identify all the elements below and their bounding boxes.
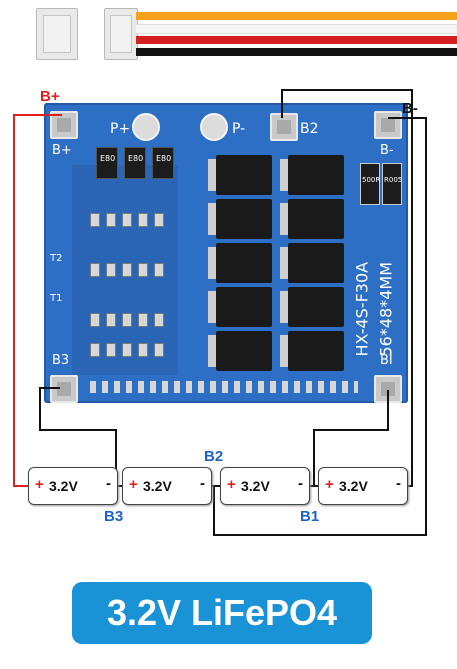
- cell-plus-sign: +: [325, 476, 334, 493]
- cell-minus-sign: -: [106, 475, 111, 492]
- cell-voltage: 3.2V: [49, 478, 78, 494]
- smd-component: [138, 213, 148, 227]
- jst-connector-left: [36, 8, 78, 60]
- label-b1: B1: [300, 508, 320, 525]
- ic-chip-2: E80: [124, 147, 146, 179]
- smd-component: [106, 313, 116, 327]
- label-b2: B2: [204, 448, 224, 465]
- smd-component: [90, 313, 100, 327]
- smd-component: [138, 263, 148, 277]
- mosfet: [208, 287, 272, 327]
- smd-component: [154, 213, 164, 227]
- silk-t1: T1: [50, 293, 63, 304]
- smd-component: [138, 343, 148, 357]
- shunt-resistor-2: R005: [382, 163, 402, 205]
- cell-plus-sign: +: [129, 476, 138, 493]
- silk-p-plus: P+: [110, 121, 131, 137]
- banner-text: 3.2V LiFePO4: [106, 592, 338, 633]
- label-b3: B3: [104, 508, 124, 525]
- smd-component: [138, 313, 148, 327]
- smd-component: [106, 213, 116, 227]
- smd-component: [90, 213, 100, 227]
- smd-component: [122, 263, 132, 277]
- mosfet: [208, 243, 272, 283]
- pad-b2: [270, 113, 298, 141]
- bms-board: P+ P- B2 B+ B- T2 T1 E80 E80 E80 500R R0…: [44, 103, 408, 403]
- smd-component: [106, 263, 116, 277]
- mosfet: [280, 331, 344, 371]
- smd-component: [90, 263, 100, 277]
- cell-minus-sign: -: [396, 475, 401, 492]
- mosfet: [280, 199, 344, 239]
- mosfet: [280, 243, 344, 283]
- smd-component: [154, 343, 164, 357]
- silk-b-plus: B+: [52, 143, 72, 158]
- silk-b2: B2: [300, 121, 319, 137]
- smd-component: [122, 213, 132, 227]
- label-b-minus: B-: [402, 100, 418, 117]
- jst-connector-right: [104, 8, 138, 60]
- battery-cell-4: + 3.2V -: [318, 467, 408, 505]
- smd-component: [90, 343, 100, 357]
- mount-hole-right: [200, 113, 228, 141]
- smd-component: [154, 313, 164, 327]
- cell-minus-sign: -: [298, 475, 303, 492]
- ic-chip-3: E80: [152, 147, 174, 179]
- harness-wires: [136, 12, 457, 58]
- silk-b3: B3: [52, 353, 70, 368]
- cell-minus-sign: -: [200, 475, 205, 492]
- mosfet: [208, 331, 272, 371]
- cell-voltage: 3.2V: [241, 478, 270, 494]
- shunt-resistor-1: 500R: [360, 163, 380, 205]
- cell-voltage: 3.2V: [143, 478, 172, 494]
- battery-cell-1: + 3.2V -: [28, 467, 118, 505]
- cell-voltage: 3.2V: [339, 478, 368, 494]
- mount-hole-left: [132, 113, 160, 141]
- ic-chip-1: E80: [96, 147, 118, 179]
- bottom-component-strip: [90, 381, 358, 393]
- smd-component: [106, 343, 116, 357]
- mosfet: [208, 155, 272, 195]
- mosfet: [208, 199, 272, 239]
- silk-b-minus: B-: [380, 143, 394, 158]
- silk-bi: BI: [380, 353, 393, 368]
- cell-plus-sign: +: [227, 476, 236, 493]
- smd-component: [154, 263, 164, 277]
- silk-p-minus: P-: [232, 121, 246, 137]
- smd-component: [122, 343, 132, 357]
- mosfet: [280, 155, 344, 195]
- cell-plus-sign: +: [35, 476, 44, 493]
- silk-t2: T2: [50, 253, 63, 264]
- chemistry-banner: 3.2V LiFePO4: [72, 582, 372, 644]
- mosfet: [280, 287, 344, 327]
- battery-cell-3: + 3.2V -: [220, 467, 310, 505]
- pad-b-minus: [374, 111, 402, 139]
- battery-cell-2: + 3.2V -: [122, 467, 212, 505]
- label-b-plus: B+: [40, 88, 60, 105]
- smd-component: [122, 313, 132, 327]
